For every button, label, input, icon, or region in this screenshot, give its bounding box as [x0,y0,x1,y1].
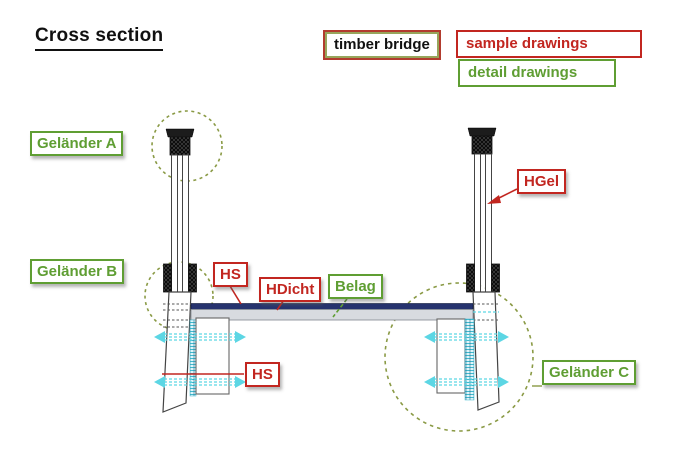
label-hs-bottom: HS [245,362,280,387]
label-belag: Belag [328,274,383,299]
hgel-leader-arrow [487,188,518,204]
hs-top-leader-line [229,285,242,305]
bolt-right-upper [424,331,509,343]
label-hdicht: HDicht [259,277,322,302]
label-gelaender-a: Geländer A [30,131,124,156]
bolt-left-lower [154,376,246,388]
bolt-right-lower [424,376,509,388]
deck-surface-layer [190,309,474,321]
legend-sample-drawings: sample drawings [456,30,642,58]
right-cross-beam [436,318,475,401]
legend-timber-bridge: timber bridge [323,30,441,60]
label-hgel: HGel [517,169,567,194]
label-gelaender-b: Geländer B [30,259,125,284]
label-hs-top: HS [213,262,248,287]
left-cross-beam [189,317,230,397]
right-railing-post [466,127,500,411]
label-gelaender-c: Geländer C [542,360,637,385]
detail-circle-c [384,282,534,432]
bolt-left-upper [154,331,246,343]
page-title: Cross section [35,25,164,51]
deck-sealing-layer [190,303,474,310]
hidden-deck-lines [163,303,499,328]
bridge-deck [190,303,474,321]
belag-leader-line [332,298,348,318]
legend-detail-drawings: detail drawings [458,59,616,87]
